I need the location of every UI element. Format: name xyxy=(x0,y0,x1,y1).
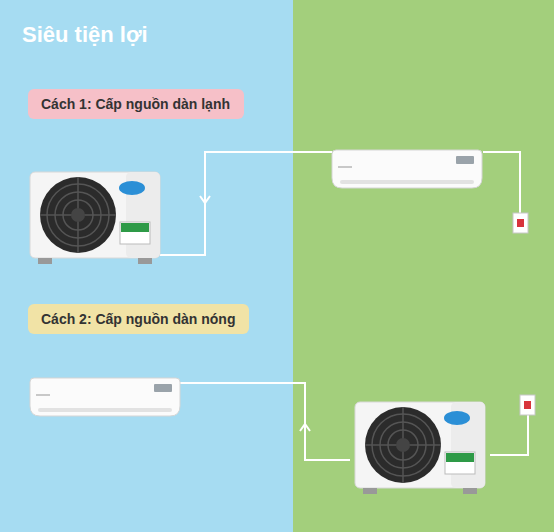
page-title: Siêu tiện lợi xyxy=(22,22,148,48)
indoor-unit xyxy=(332,150,482,188)
right-ground xyxy=(293,0,554,532)
indoor-unit xyxy=(30,378,180,416)
method-text: Cách 2: Cấp nguồn dàn nóng xyxy=(41,311,235,327)
outdoor-unit xyxy=(355,402,485,494)
method-text: Cách 1: Cấp nguồn dàn lạnh xyxy=(41,96,230,112)
power-socket xyxy=(513,213,528,233)
power-socket xyxy=(520,395,535,415)
outdoor-unit xyxy=(30,172,160,264)
method-label: Cách 1: Cấp nguồn dàn lạnh xyxy=(28,89,244,119)
left-ground xyxy=(0,0,293,532)
method-label: Cách 2: Cấp nguồn dàn nóng xyxy=(28,304,249,334)
